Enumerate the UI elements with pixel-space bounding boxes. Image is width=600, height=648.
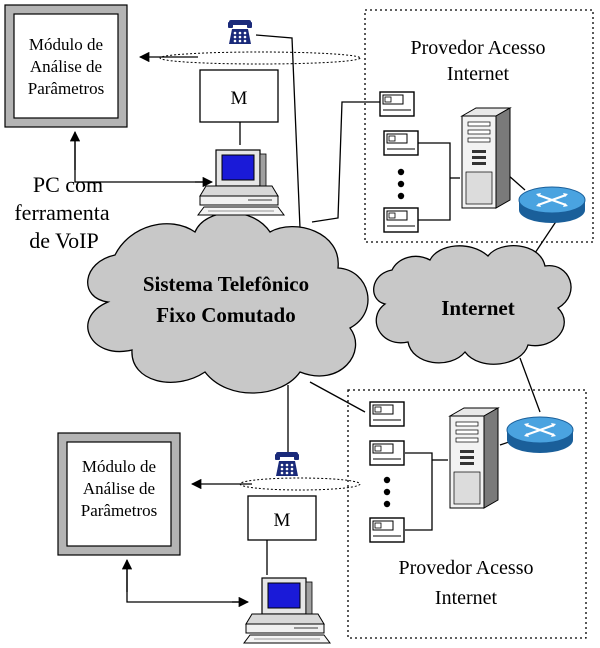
internet-cloud-label: Internet xyxy=(441,296,514,320)
pc-icon xyxy=(243,577,331,644)
server-icon xyxy=(461,107,511,209)
isp-bottom-line1: Provedor Acesso xyxy=(399,557,534,579)
modem-top-label: M xyxy=(231,88,248,109)
module-top-line2: Análise de xyxy=(30,57,102,76)
module-top-line1: Módulo de xyxy=(29,35,103,54)
pstn-cloud-line1: Sistema Telefônico xyxy=(143,272,309,296)
modem-icon xyxy=(369,401,405,427)
server-icon xyxy=(449,407,499,509)
pstn-cloud-line2: Fixo Comutado xyxy=(156,303,295,327)
module-top-line3: Parâmetros xyxy=(28,79,104,98)
modem-bottom-label: M xyxy=(274,510,291,531)
pc-caption: PC com ferramenta de VoIP xyxy=(14,172,109,253)
pc-caption-line3: de VoIP xyxy=(29,228,98,253)
modem-icon xyxy=(379,91,415,117)
ellipsis-dots xyxy=(383,476,391,508)
router-icon xyxy=(505,415,575,455)
modem-icon xyxy=(383,207,419,233)
internet-cloud: Internet xyxy=(373,245,572,365)
module-bottom-line2: Análise de xyxy=(83,479,155,498)
isp-bottom-box xyxy=(347,389,587,639)
monitor-loop-top xyxy=(159,51,361,65)
module-bottom: Módulo de Análise de Parâmetros xyxy=(57,432,181,556)
modem-icon xyxy=(369,440,405,466)
modem-top: M xyxy=(199,69,279,123)
telephone-icon xyxy=(275,452,299,476)
modem-icon xyxy=(383,130,419,156)
telephone-icon xyxy=(228,20,252,44)
router-icon xyxy=(517,185,587,225)
modem-bottom: M xyxy=(247,495,317,541)
pc-caption-line2: ferramenta xyxy=(14,200,109,225)
monitor-loop-bottom xyxy=(239,477,361,491)
ellipsis-dots xyxy=(397,168,405,200)
module-top: Módulo de Análise de Parâmetros xyxy=(4,4,128,128)
module-bottom-line1: Módulo de xyxy=(82,457,156,476)
isp-bottom-line2: Internet xyxy=(435,587,498,609)
arrows xyxy=(69,51,252,608)
pc-caption-line1: PC com xyxy=(33,172,103,197)
pstn-cloud: Sistema Telefônico Fixo Comutado xyxy=(87,212,369,394)
isp-top-line2: Internet xyxy=(447,63,510,85)
isp-top-line1: Provedor Acesso xyxy=(411,37,546,59)
connection-lines xyxy=(74,34,558,603)
module-bottom-line3: Parâmetros xyxy=(81,501,157,520)
modem-icon xyxy=(369,517,405,543)
